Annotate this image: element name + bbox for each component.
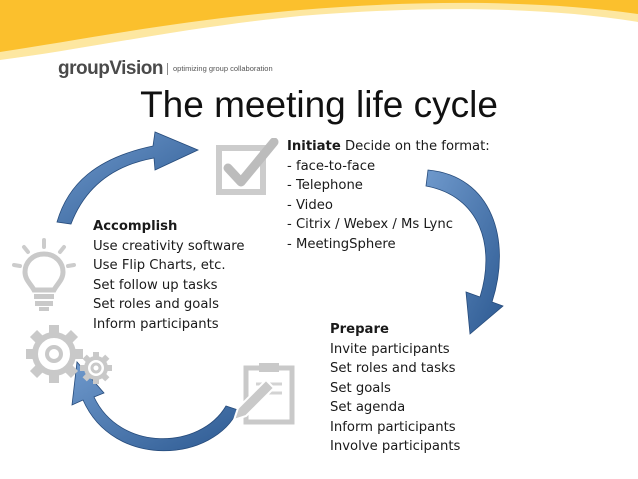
gears-icon [26, 325, 112, 384]
prepare-item: Set roles and tasks [330, 361, 456, 376]
initiate-heading: Initiate [287, 139, 341, 154]
accomplish-item: Use Flip Charts, etc. [93, 258, 226, 273]
initiate-item: - Citrix / Webex / Ms Lync [287, 217, 453, 232]
initiate-block: Initiate Decide on the format: - face-to… [287, 137, 490, 254]
prepare-item: Involve participants [330, 439, 461, 454]
arrow-initiate-to-prepare [425, 169, 504, 335]
logo-tagline: optimizing group collaboration [166, 63, 273, 75]
logo-brand: groupVision [58, 58, 163, 79]
clipboard-pencil-icon [232, 363, 295, 425]
initiate-line: Initiate Decide on the format: [287, 137, 490, 157]
accomplish-item: Set roles and goals [93, 297, 219, 312]
initiate-item: - Video [287, 197, 333, 213]
arrow-prepare-to-accomplish [71, 361, 239, 452]
prepare-item: Inform participants [330, 419, 456, 435]
accomplish-item: Set follow up tasks [93, 277, 218, 293]
prepare-block: Prepare Invite participants Set roles an… [330, 320, 460, 457]
lightbulb-icon [12, 238, 76, 311]
checkbox-icon [216, 138, 279, 195]
initiate-intro: Decide on the format: [340, 139, 490, 154]
slide-title: The meeting life cycle [140, 84, 498, 125]
initiate-item: - MeetingSphere [287, 236, 396, 252]
groupvision-logo: groupVision optimizing group collaborati… [58, 54, 273, 84]
prepare-item: Invite participants [330, 341, 450, 357]
accomplish-item: Inform participants [93, 316, 219, 332]
prepare-heading: Prepare [330, 322, 389, 337]
initiate-item: - face-to-face [287, 158, 376, 174]
accomplish-item: Use creativity software [93, 238, 245, 254]
accomplish-heading: Accomplish [93, 219, 178, 234]
arrow-accomplish-to-initiate [56, 131, 199, 225]
prepare-item: Set goals [330, 380, 391, 396]
prepare-item: Set agenda [330, 400, 406, 415]
top-banner [0, 0, 638, 60]
initiate-item: - Telephone [287, 178, 363, 193]
accomplish-block: Accomplish Use creativity software Use F… [93, 217, 245, 334]
